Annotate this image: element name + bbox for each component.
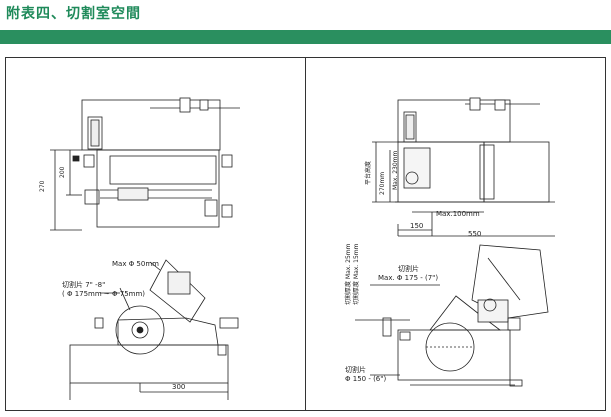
dim-550: 550 xyxy=(468,230,481,238)
label-blade-small-1: 切割片 xyxy=(345,365,366,374)
view-bottom-left xyxy=(69,259,239,400)
frame-divider xyxy=(305,57,306,411)
dim-150: 150 xyxy=(410,222,423,230)
dim-table-height: 平台高度 xyxy=(364,161,372,185)
label-blade-r-2: Max. Φ 175 - (7") xyxy=(378,274,438,282)
label-blade-2: ( Φ 175mm ~ Φ 75mm) xyxy=(62,290,145,298)
view-top-right xyxy=(372,97,555,237)
label-blade-1: 切割片 7" -8" xyxy=(62,280,105,289)
title-bar xyxy=(0,30,611,44)
dim-max-100: Max.100mm xyxy=(436,210,480,218)
page-title: 附表四、切割室空間 xyxy=(6,6,141,22)
dim-min: 270mm xyxy=(379,172,386,195)
dim-inner-height: 200 xyxy=(59,166,66,178)
dim-outer-height: 270 xyxy=(39,180,46,192)
dim-300: 300 xyxy=(172,383,185,391)
dim-max-230: Max. 230mm xyxy=(392,150,399,190)
label-max-dia: Max Φ 50mm xyxy=(112,260,159,268)
label-max-cut-2: 切割厚度 Max. 15mm xyxy=(352,243,360,305)
view-bottom-right xyxy=(355,244,549,387)
view-top-left xyxy=(50,97,240,231)
label-blade-r-1: 切割片 xyxy=(398,264,419,273)
label-blade-small-2: Φ 150 - (6") xyxy=(345,375,386,383)
label-max-cut-1: 切割厚度 Max. 25mm xyxy=(344,243,352,305)
